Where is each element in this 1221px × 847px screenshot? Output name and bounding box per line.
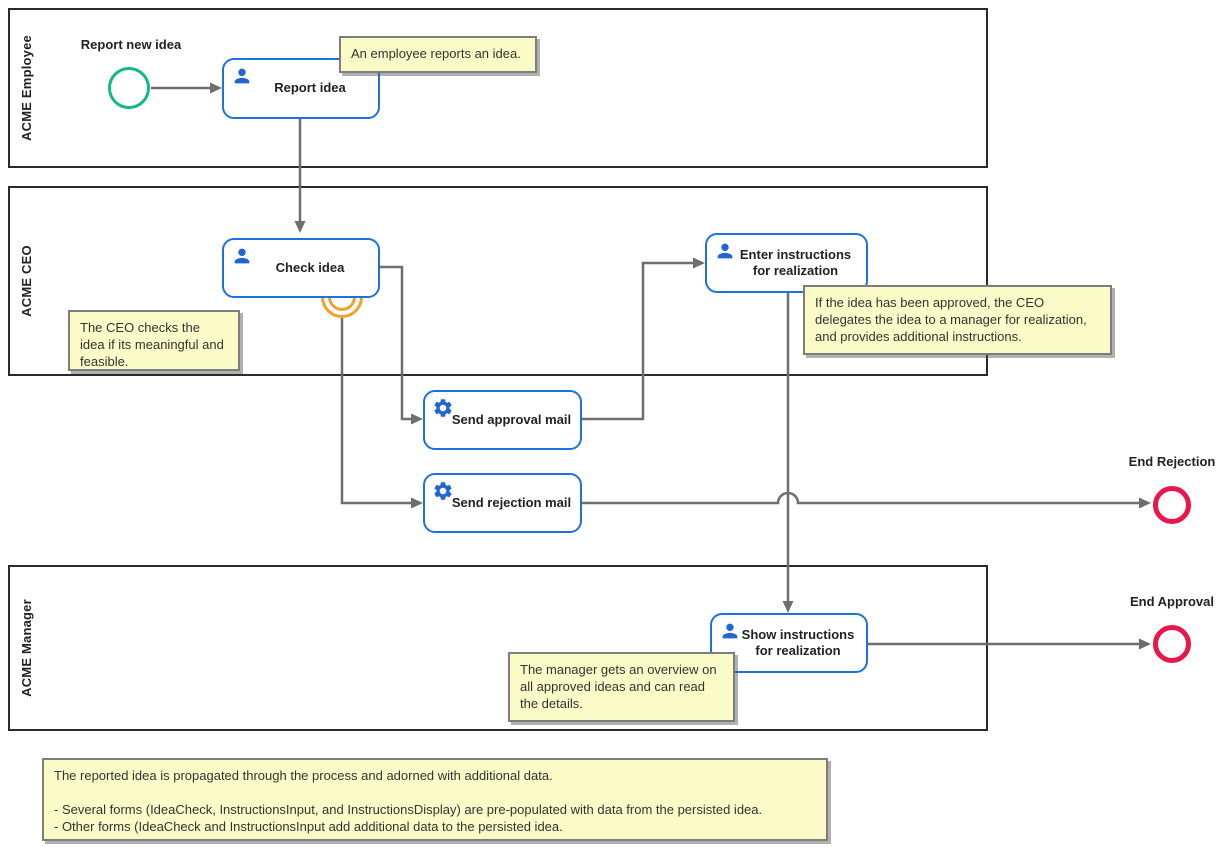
task-label: Check idea (275, 259, 345, 275)
task-enter-instructions[interactable]: Enter instructions for realization (705, 233, 868, 293)
user-icon (719, 620, 741, 642)
note-blank-line (54, 784, 816, 801)
end-rejection-event[interactable] (1153, 486, 1191, 524)
task-label: Enter instructions for realization (739, 246, 852, 278)
task-send-rejection-mail[interactable]: Send rejection mail (423, 473, 582, 533)
flow-rejection-to-end (582, 491, 1139, 505)
user-icon (714, 240, 736, 262)
user-icon (231, 245, 253, 267)
task-check-idea[interactable]: Check idea (222, 238, 380, 298)
note-line: - Several forms (IdeaCheck, Instructions… (54, 802, 763, 818)
task-label: Show instructions for realization (741, 626, 855, 658)
flow-approval-to-enter (582, 261, 693, 421)
end-approval-event[interactable] (1153, 625, 1191, 663)
task-show-instructions[interactable]: Show instructions for realization (710, 613, 868, 673)
task-label: Report idea (274, 80, 346, 96)
task-label: Send rejection mail (451, 494, 572, 510)
note-ceo-delegate: If the idea has been approved, the CEO d… (803, 285, 1112, 355)
note-line: - Other forms (IdeaCheck and Instruction… (54, 819, 563, 835)
task-send-approval-mail[interactable]: Send approval mail (423, 390, 582, 450)
start-event-label: Report new idea (80, 37, 182, 52)
gear-icon (432, 397, 454, 419)
start-event[interactable] (108, 67, 150, 109)
note-employee: An employee reports an idea. (339, 36, 537, 73)
note-manager: The manager gets an overview on all appr… (508, 652, 735, 722)
note-line: The reported idea is propagated through … (54, 768, 553, 783)
flow-boundary-to-rejection (340, 318, 411, 505)
flow-check-to-approval (380, 265, 411, 421)
end-rejection-label: End Rejection (1128, 454, 1216, 469)
task-label: Send approval mail (451, 411, 572, 427)
note-ceo-check: The CEO checks the idea if its meaningfu… (68, 310, 240, 371)
end-approval-label: End Approval (1129, 594, 1215, 609)
user-icon (231, 65, 253, 87)
note-process-data: The reported idea is propagated through … (42, 758, 828, 841)
gear-icon (432, 480, 454, 502)
